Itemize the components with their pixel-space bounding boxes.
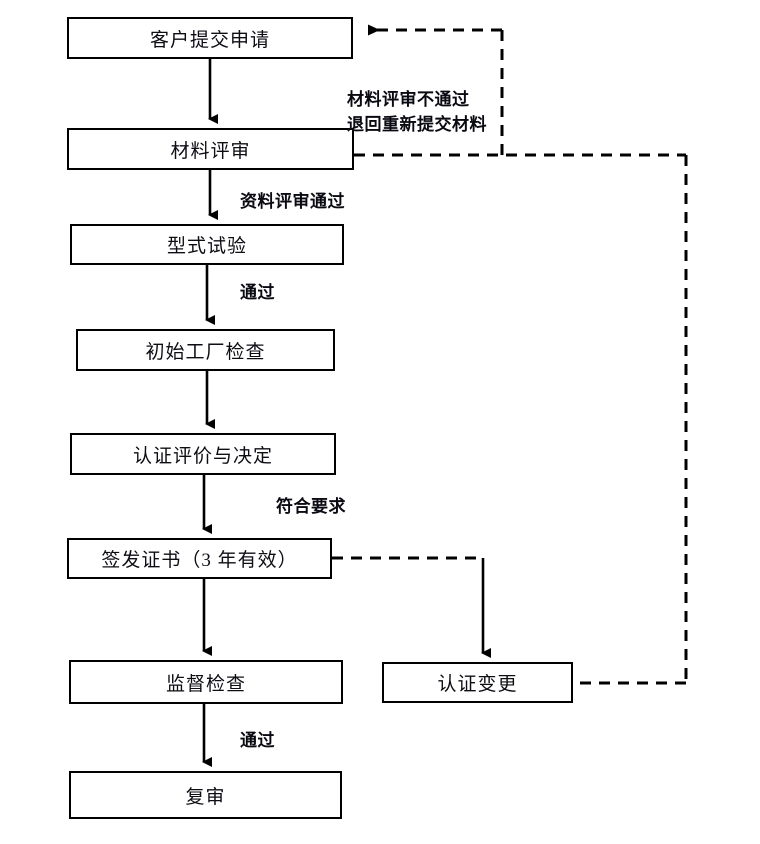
edge-label-test-pass: 通过 bbox=[240, 283, 275, 302]
edge-label-surveillance-pass: 通过 bbox=[240, 731, 275, 750]
edge-label-reject-return: 材料评审不通过 退回重新提交材料 bbox=[347, 88, 487, 137]
edge-issue-cert-to-cert-change bbox=[332, 556, 491, 658]
node-issue-certificate[interactable]: 签发证书（3 年有效） bbox=[67, 538, 332, 579]
node-evaluation-decision[interactable]: 认证评价与决定 bbox=[70, 433, 336, 475]
edge-doc-review-reject-to-apply bbox=[368, 24, 504, 155]
node-surveillance-inspection[interactable]: 监督检查 bbox=[69, 660, 343, 704]
node-re-review[interactable]: 复审 bbox=[69, 771, 342, 819]
node-certification-change[interactable]: 认证变更 bbox=[382, 662, 573, 703]
edge-label-reject-line-2: 退回重新提交材料 bbox=[347, 114, 487, 134]
edge-label-meets-requirements: 符合要求 bbox=[276, 497, 346, 516]
node-factory-inspection[interactable]: 初始工厂检查 bbox=[76, 329, 335, 371]
node-apply[interactable]: 客户提交申请 bbox=[67, 17, 353, 59]
node-doc-review[interactable]: 材料评审 bbox=[67, 128, 354, 170]
node-type-test[interactable]: 型式试验 bbox=[70, 224, 344, 265]
edge-label-doc-pass: 资料评审通过 bbox=[240, 192, 345, 211]
edge-cert-change-back-to-apply bbox=[354, 153, 688, 685]
edge-label-reject-line-1: 材料评审不通过 bbox=[347, 90, 470, 109]
